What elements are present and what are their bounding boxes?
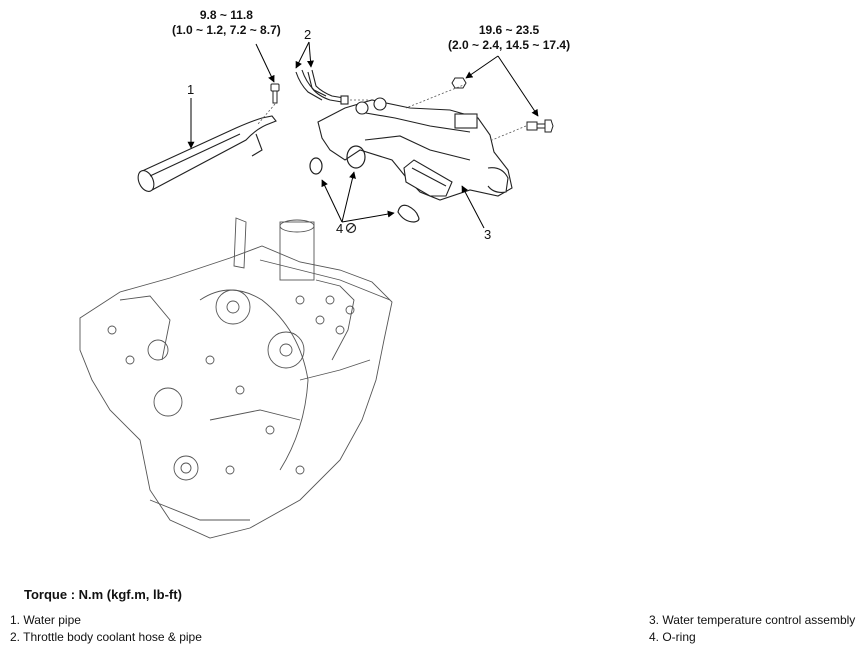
torque-value: 19.6 ~ 23.5 xyxy=(478,23,540,37)
torque-units-title: Torque : N.m (kgf.m, lb-ft) xyxy=(24,587,182,602)
torque-callout-assembly-bolt: 19.6 ~ 23.5 (2.0 ~ 2.4, 14.5 ~ 17.4) xyxy=(448,23,570,53)
leader-lines xyxy=(187,41,539,229)
coolant-hose-drawing xyxy=(295,69,349,105)
part-number-4: 4 xyxy=(336,221,344,236)
exploded-view-diagram xyxy=(79,41,554,539)
parts-legend-left: 1. Water pipe 2. Throttle body coolant h… xyxy=(10,612,202,646)
legend-item: 4. O-ring xyxy=(649,630,696,644)
thermostat-assembly-drawing xyxy=(317,97,513,201)
torque-value: 9.8 ~ 11.8 xyxy=(199,8,253,22)
legend-item: 2. Throttle body coolant hose & pipe xyxy=(10,630,202,644)
assembly-bolts-drawing xyxy=(451,77,554,133)
torque-callout-pipe-bolt: 9.8 ~ 11.8 (1.0 ~ 1.2, 7.2 ~ 8.7) xyxy=(172,8,281,38)
part-number-3: 3 xyxy=(484,227,492,242)
torque-value-alt-units: (1.0 ~ 1.2, 7.2 ~ 8.7) xyxy=(172,23,281,37)
engine-block-drawing xyxy=(79,217,393,539)
o-rings-drawing xyxy=(309,145,420,234)
parts-legend-right: 3. Water temperature control assembly 4.… xyxy=(649,612,855,646)
part-number-1: 1 xyxy=(187,82,195,97)
alignment-lines xyxy=(257,83,527,141)
pipe-bolt-drawing xyxy=(270,83,280,104)
legend-item: 1. Water pipe xyxy=(10,613,81,627)
torque-value-alt-units: (2.0 ~ 2.4, 14.5 ~ 17.4) xyxy=(448,38,571,52)
part-number-2: 2 xyxy=(304,27,312,42)
legend-item: 3. Water temperature control assembly xyxy=(649,613,856,627)
water-pipe-drawing xyxy=(137,115,277,192)
